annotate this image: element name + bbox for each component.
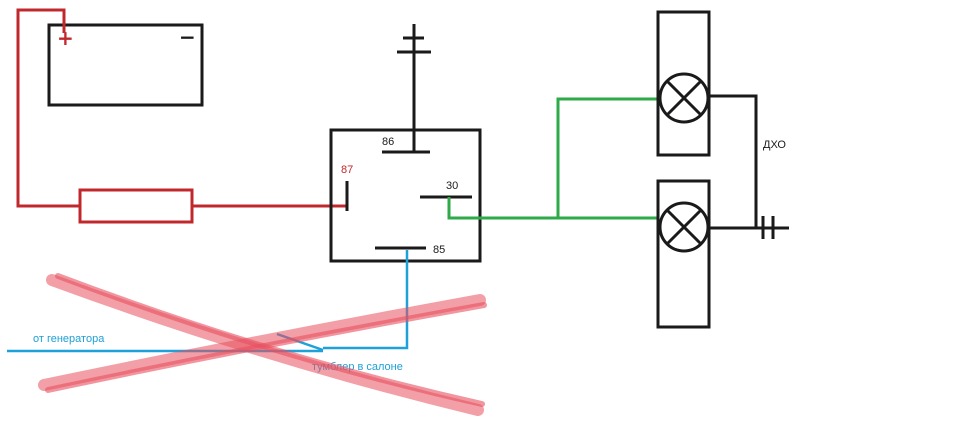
- power-wire-to-fuse: [16, 8, 80, 208]
- relay-pin-85-label: 85: [433, 244, 445, 256]
- ground-symbol-relay: [397, 24, 431, 152]
- relay-pin-30-label: 30: [446, 180, 458, 192]
- lamp-housing-bottom: [656, 179, 711, 329]
- battery-body: [47, 23, 204, 107]
- power-wire: [16, 8, 347, 224]
- lamp-ground-wire: [708, 94, 789, 239]
- relay-pin-87-label: 87: [341, 164, 353, 176]
- battery: + −: [47, 23, 204, 107]
- lamp-top-icon: [658, 72, 710, 124]
- battery-plus-terminal: +: [57, 26, 74, 50]
- lamp-wire: [447, 97, 659, 220]
- lamp-housing-top: [656, 10, 711, 157]
- battery-minus-terminal: −: [179, 25, 196, 49]
- relay-body: [329, 128, 482, 263]
- cross-out-mark: [38, 273, 487, 416]
- generator-label: от генератора: [33, 333, 105, 345]
- lamp-bottom-icon: [658, 201, 710, 253]
- relay: 86 87 30 85: [329, 128, 482, 263]
- drl-label: ДХО: [763, 139, 786, 151]
- relay-pin-86-label: 86: [382, 136, 394, 148]
- relay-85-wire: [323, 250, 409, 350]
- fuse: [78, 188, 194, 224]
